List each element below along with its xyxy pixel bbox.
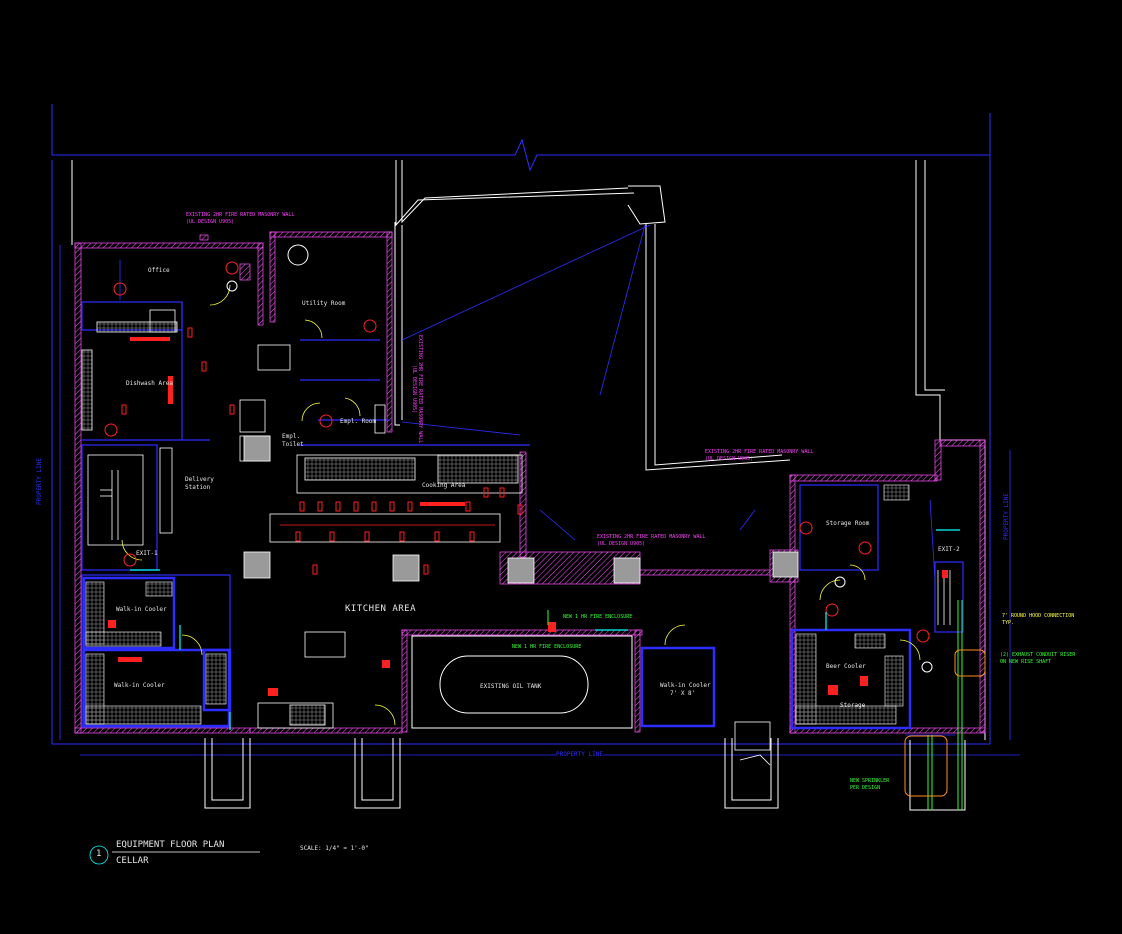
orange-sleeves xyxy=(904,649,986,797)
markers xyxy=(104,244,933,673)
note-wall-mid: EXISTING 2HR FIRE RATED MASONRY WALL xyxy=(597,534,706,540)
cyan-accents xyxy=(130,529,960,730)
note-wall-top: EXISTING 2HR FIRE RATED MASONRY WALL xyxy=(186,212,295,218)
room-label-cooking: Cooking Area xyxy=(422,482,466,489)
property-line-left: PROPERTY LINE xyxy=(36,458,43,505)
note-fire-enclosure-1: NEW 1 HR FIRE ENCLOSURE xyxy=(563,614,633,620)
note-hood-connection-2: TYP. xyxy=(1002,620,1015,626)
property-line-right: PROPERTY LINE xyxy=(1003,493,1010,540)
room-label-walkin-left-2: Walk-in Cooler xyxy=(114,682,165,689)
note-sprinkler: NEW SPRINKLER xyxy=(850,778,890,784)
room-label-exit2: EXIT-2 xyxy=(938,546,960,553)
stairs xyxy=(87,454,951,766)
room-label-beer-storage: Storage xyxy=(840,702,866,709)
equipment xyxy=(81,309,523,729)
leader-lines xyxy=(59,224,1020,756)
note-fire-enclosure-2: NEW 1 HR FIRE ENCLOSURE xyxy=(512,644,582,650)
room-label-kitchen: KITCHEN AREA xyxy=(345,604,417,614)
room-label-dishwash: Dishwash Area xyxy=(126,380,173,387)
room-label-walkin: Walk-in Cooler xyxy=(660,682,711,689)
note-wall-mid-2: (UL DESIGN U905) xyxy=(597,541,646,547)
room-label-beer-cooler: Beer Cooler xyxy=(826,663,866,670)
room-label-utility: Utility Room xyxy=(302,300,346,307)
property-line-bottom: PROPERTY LINE xyxy=(556,751,603,759)
small-red-tags xyxy=(108,337,948,696)
note-wall-right-2: (UL DESIGN U905) xyxy=(705,456,754,462)
room-label-oil-tank: EXISTING OIL TANK xyxy=(480,683,542,690)
existing-walls xyxy=(71,160,986,740)
room-label-walkin-left: Walk-in Cooler xyxy=(116,606,167,613)
drawing-scale: SCALE: 1/4" = 1'-0" xyxy=(300,845,369,852)
room-label-empl: Empl. Room xyxy=(340,418,377,425)
door-swings xyxy=(121,284,921,726)
room-label-exit1: EXIT-1 xyxy=(136,550,158,557)
note-wall-top-2: (UL DESIGN U905) xyxy=(186,219,235,225)
room-label-empl-toilet: Empl. Toilet xyxy=(282,433,304,448)
drawing-subtitle: CELLAR xyxy=(116,856,149,866)
room-label-storage: Storage Room xyxy=(826,520,870,527)
note-exhaust-2: ON NEW RISE SHAFT xyxy=(1000,659,1052,665)
drawing-number: 1 xyxy=(96,849,102,859)
bottom-openings xyxy=(204,738,966,811)
note-exhaust: (2) EXHAUST CONDUIT RISER xyxy=(1000,652,1076,658)
room-label-walkin-dim: 7' X 8' xyxy=(670,690,696,697)
room-label-office: Office xyxy=(148,267,170,274)
columns xyxy=(243,435,799,584)
note-sprinkler-2: PER DESIGN xyxy=(850,785,881,791)
green-risers xyxy=(547,600,963,810)
red-rivets xyxy=(121,327,523,575)
property-frame xyxy=(51,104,991,745)
note-wall-vertical-2: (UL DESIGN U905) xyxy=(411,365,417,414)
note-hood-connection: 7' ROUND HOOD CONNECTION xyxy=(1002,613,1075,619)
title-block xyxy=(89,845,260,865)
oil-tank-shape xyxy=(411,635,633,729)
interior-walls xyxy=(81,301,964,730)
note-wall-right: EXISTING 2HR FIRE RATED MASONRY WALL xyxy=(705,449,814,455)
shelving xyxy=(85,484,910,725)
drawing-title: EQUIPMENT FLOOR PLAN xyxy=(116,840,225,850)
room-label-delivery: Delivery Station xyxy=(185,476,214,491)
